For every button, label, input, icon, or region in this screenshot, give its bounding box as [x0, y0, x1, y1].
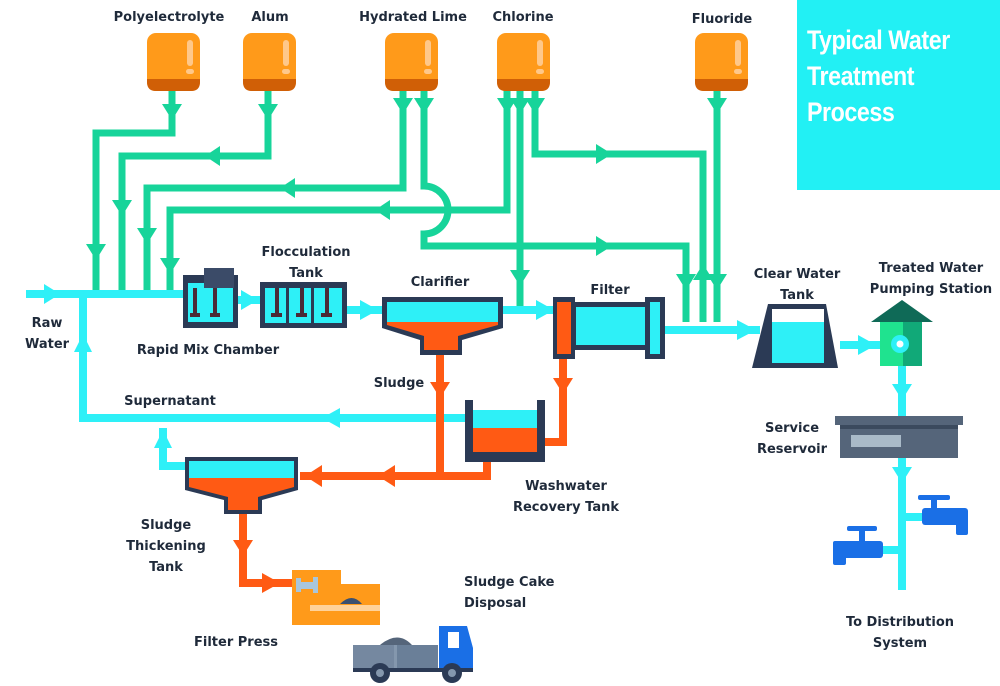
sludge-arrows: [233, 378, 573, 593]
label-line: Sludge: [141, 518, 192, 533]
pipe-filter-backwash: [545, 358, 567, 446]
label-line: Sludge: [374, 376, 425, 391]
tap-icon-right: [918, 495, 968, 535]
label-line: Treated Water: [879, 261, 984, 276]
label-line: Thickening: [126, 539, 206, 554]
label-line: Service: [765, 421, 819, 436]
label-line: Raw: [32, 316, 63, 331]
label-line: To Distribution: [846, 615, 954, 630]
water-arrows: [44, 284, 912, 483]
tap-icon-left: [833, 526, 883, 565]
chemical-label-polyelectrolyte: Polyelectrolyte: [114, 10, 225, 25]
service-reservoir[interactable]: [835, 416, 963, 458]
label-line: Recovery Tank: [513, 500, 619, 515]
label-line: System: [873, 636, 927, 651]
chemical-label-hydrated-lime: Hydrated Lime: [359, 10, 467, 25]
flocculation-tank[interactable]: [260, 282, 347, 328]
label-line: Tank: [149, 560, 183, 575]
chemical-tank-alum[interactable]: [243, 33, 296, 91]
chemical-label-fluoride: Fluoride: [692, 12, 753, 27]
pumping-station[interactable]: [871, 300, 933, 366]
label-line: Flocculation: [261, 245, 350, 260]
pipe-alum: [118, 90, 272, 292]
pipe-lime-right: [420, 90, 690, 322]
label-rapid-mix: Rapid Mix Chamber: [137, 343, 280, 358]
rapid-mix-chamber[interactable]: [183, 268, 238, 328]
label-line: Supernatant: [124, 394, 216, 409]
title-panel: Typical Water Treatment Process: [797, 0, 1000, 190]
chemical-tank-hydrated-lime[interactable]: [385, 33, 438, 91]
sludge-thickening-tank[interactable]: [185, 457, 298, 514]
chemical-arrows: [86, 98, 727, 290]
label-line: Pumping Station: [870, 282, 992, 297]
label-line: Tank: [780, 288, 814, 303]
pipe-chlorine-pre: [166, 90, 511, 292]
title-line-3: Process: [807, 97, 895, 127]
label-line: Disposal: [464, 596, 526, 611]
pipe-washwater-sludge: [440, 460, 491, 480]
label-clarifier: Clarifier: [411, 275, 470, 290]
label-line: Filter: [590, 283, 630, 298]
label-line: Filter Press: [194, 635, 278, 650]
chemical-label-chlorine: Chlorine: [492, 10, 553, 25]
chemical-pipes: [92, 90, 721, 322]
pipe-lime-left: [143, 90, 407, 292]
filter-press[interactable]: [292, 570, 380, 625]
sludge-truck-icon: [353, 626, 473, 683]
chemical-tank-chlorine[interactable]: [497, 33, 550, 91]
label-line: Reservoir: [757, 442, 828, 457]
clear-water-tank[interactable]: [752, 304, 838, 368]
diagram-title: Typical Water Treatment Process: [807, 22, 950, 130]
washwater-recovery-tank[interactable]: [465, 400, 545, 462]
label-supernatant: Supernatant: [124, 394, 216, 409]
clarifier[interactable]: [382, 297, 503, 355]
filter[interactable]: [553, 297, 665, 359]
pipe-chlorine-post: [531, 90, 707, 322]
label-line: Clear Water: [754, 267, 841, 282]
chemical-tank-polyelectrolyte[interactable]: [147, 33, 200, 91]
label-filter-press: Filter Press: [194, 635, 278, 650]
label-line: Tank: [289, 266, 323, 281]
label-line: Clarifier: [411, 275, 470, 290]
label-sludge: Sludge: [374, 376, 425, 391]
label-line: Washwater: [525, 479, 607, 494]
chemical-label-alum: Alum: [251, 10, 288, 25]
title-line-2: Treatment: [807, 61, 915, 91]
chemical-tanks: [147, 33, 748, 91]
label-filter: Filter: [590, 283, 630, 298]
labels: Polyelectrolyte Alum Hydrated Lime Chlorine…: [25, 10, 992, 651]
label-line: Water: [25, 337, 70, 352]
label-line: Rapid Mix Chamber: [137, 343, 280, 358]
label-line: Sludge Cake: [464, 575, 555, 590]
title-line-1: Typical Water: [807, 25, 950, 55]
chemical-tank-fluoride[interactable]: [695, 33, 748, 91]
